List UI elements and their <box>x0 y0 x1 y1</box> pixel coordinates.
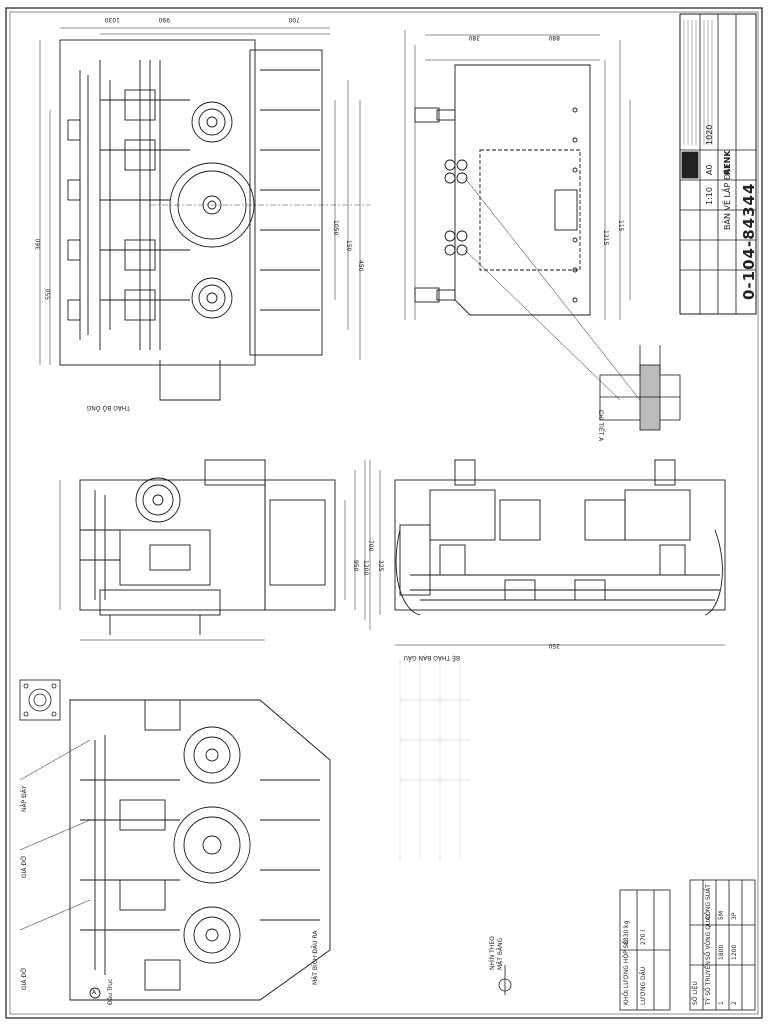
weight-row2-value: 270 l <box>640 929 647 945</box>
bottom-elevation-view <box>19 699 331 1001</box>
plan-view-top <box>39 27 370 401</box>
title-block-frame <box>679 13 757 315</box>
spec-cell: CÔNG SUẤT <box>705 884 712 920</box>
spec-cell: SỐ VÒNG QUAY <box>705 913 712 960</box>
spec-cell: 1800 <box>718 944 725 960</box>
weight-row2-label: LƯỢNG DẦU <box>640 966 647 1005</box>
flange-detail <box>19 679 61 721</box>
dimension-value: 700 <box>367 540 374 552</box>
callout-plan: MẶT BẰNG <box>497 937 504 970</box>
side-view-label: BỆ THẢO BẠN GẦU <box>403 654 461 661</box>
side-elevation-view <box>369 459 726 646</box>
drawing-scale: 1:10 <box>705 187 714 205</box>
dimension-value: 325 <box>377 560 384 572</box>
spec-table-frame <box>689 879 756 1011</box>
callout-cover: NẮP ĐẬY <box>21 785 28 812</box>
north-arrow-icon <box>498 965 512 995</box>
spec-cell: 1200 <box>731 944 738 960</box>
section-note: CHI TIẾT A <box>597 410 604 442</box>
bottom-view-label: MẶT BÍCH ĐẦU RA <box>312 930 319 985</box>
dimension-value: 950 <box>352 560 359 572</box>
weight-row1-value: 8330 kg <box>623 920 630 945</box>
weight-row1-label: KHỐI LƯỢNG HỘP SỐ <box>623 939 630 1005</box>
dimension-value: 990 <box>158 16 170 23</box>
foundation-view <box>404 30 641 401</box>
top-view-label: THÁO BỘ ỐNG <box>86 404 130 411</box>
dimension-value: 350 <box>548 642 560 649</box>
dimension-value: 115 <box>617 220 624 232</box>
dimension-value: 360 <box>35 238 42 250</box>
weight-table-frame <box>619 889 671 1011</box>
spec-cell: 3P <box>731 912 738 920</box>
dimension-value: 380 <box>468 34 480 41</box>
callout-bracket-1: GIÁ ĐỠ <box>21 855 28 878</box>
drawing-number: 0-104-84344 <box>740 182 758 300</box>
company-logo: RENK <box>723 150 732 175</box>
dimension-value: 1200 <box>362 560 369 576</box>
spec-cell: 2 <box>731 1001 738 1005</box>
callout-shaft-end: Đầu Trục <box>107 978 114 1005</box>
dimension-value: 450 <box>357 260 364 272</box>
end-elevation-view <box>59 459 366 641</box>
dimension-value: 1215 <box>602 230 609 246</box>
spec-cell: TỶ SỐ TRUYỀN <box>705 961 712 1005</box>
drawing-code: 1020 <box>705 124 714 145</box>
sheet-size: A0 <box>705 164 714 175</box>
dimension-value: 1030 <box>104 16 120 23</box>
callout-a-marker: A <box>92 989 97 996</box>
spec-cell: 1 <box>718 1001 725 1005</box>
dimension-value: 1050 <box>332 220 339 236</box>
detail-section <box>599 345 681 431</box>
callout-bracket-2: GIÁ ĐỠ <box>21 967 28 990</box>
dimension-value: 550 <box>45 288 52 300</box>
spec-cell: 5M <box>718 911 725 920</box>
dimension-value: 700 <box>288 16 300 23</box>
callout-view-from: NHÌN THEO <box>489 936 496 970</box>
spec-table-header: SỐ LIỆU <box>692 981 699 1005</box>
dimension-value: 880 <box>548 34 560 41</box>
dimension-value: 150 <box>345 240 352 252</box>
